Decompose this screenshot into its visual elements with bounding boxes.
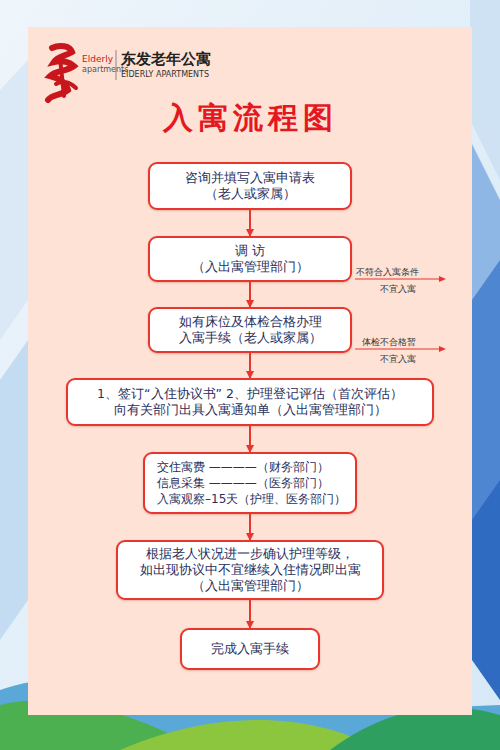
side-note: 不宜入寓 <box>380 353 416 366</box>
logo-text: EIDERLY APARTMENTS <box>121 70 209 79</box>
diagram-title: 入寓流程图 <box>0 98 500 139</box>
exit-arrow-line <box>355 348 444 349</box>
exit-arrow-head <box>439 346 446 352</box>
exit-arrow-line <box>355 278 444 279</box>
bg-shape <box>472 480 500 700</box>
box-text: 调 访 （入出寓管理部门） <box>175 243 325 275</box>
process-box: 调 访 （入出寓管理部门） <box>148 236 352 282</box>
box-text: 根据老人状况进一步确认护理等级， 如出现协议中不宜继续入住情况即出寓 （入出寓管… <box>130 546 370 594</box>
flow-arrow <box>249 426 251 452</box>
box-text: 1、签订“入住协议书” 2、护理登记评估（首次评估） 向有关部门出具入寓通知单（… <box>73 386 427 418</box>
flow-arrow <box>249 210 251 236</box>
process-box: 交住寓费 ————（财务部门）信息采集 ————（医务部门）入寓观察–15天（护… <box>143 452 357 514</box>
flow-arrow <box>249 514 251 540</box>
box-text: 入寓观察–15天（护理、医务部门） <box>157 491 346 507</box>
box-text: 交住寓费 ————（财务部门） <box>157 459 329 475</box>
side-note: 不符合入寓条件 <box>356 266 419 279</box>
process-box: 如有床位及体检合格办理 入寓手续（老人或家属） <box>148 307 352 353</box>
logo-text: Elderly <box>82 54 113 64</box>
box-text: 信息采集 ————（医务部门） <box>157 475 329 491</box>
bg-shape <box>0 60 28 340</box>
flow-arrow <box>249 282 251 307</box>
side-note: 不宜入寓 <box>380 283 416 296</box>
flow-arrow <box>249 353 251 378</box>
process-box: 完成入寓手续 <box>180 628 320 670</box>
box-text: 如有床位及体检合格办理 入寓手续（老人或家属） <box>165 314 335 346</box>
box-text: 咨询并填写入寓申请表 （老人或家属） <box>155 170 345 202</box>
process-box: 咨询并填写入寓申请表 （老人或家属） <box>148 162 352 210</box>
logo-seal <box>56 58 76 96</box>
side-note: 体检不合格暂 <box>362 336 416 349</box>
exit-arrow-head <box>439 276 446 282</box>
bg-shape <box>0 340 28 640</box>
process-box: 根据老人状况进一步确认护理等级， 如出现协议中不宜继续入住情况即出寓 （入出寓管… <box>116 540 384 600</box>
box-text: 完成入寓手续 <box>211 641 289 657</box>
logo-text: 东发老年公寓 <box>121 50 211 69</box>
flow-arrow <box>249 600 251 628</box>
process-box: 1、签订“入住协议书” 2、护理登记评估（首次评估） 向有关部门出具入寓通知单（… <box>66 378 434 426</box>
